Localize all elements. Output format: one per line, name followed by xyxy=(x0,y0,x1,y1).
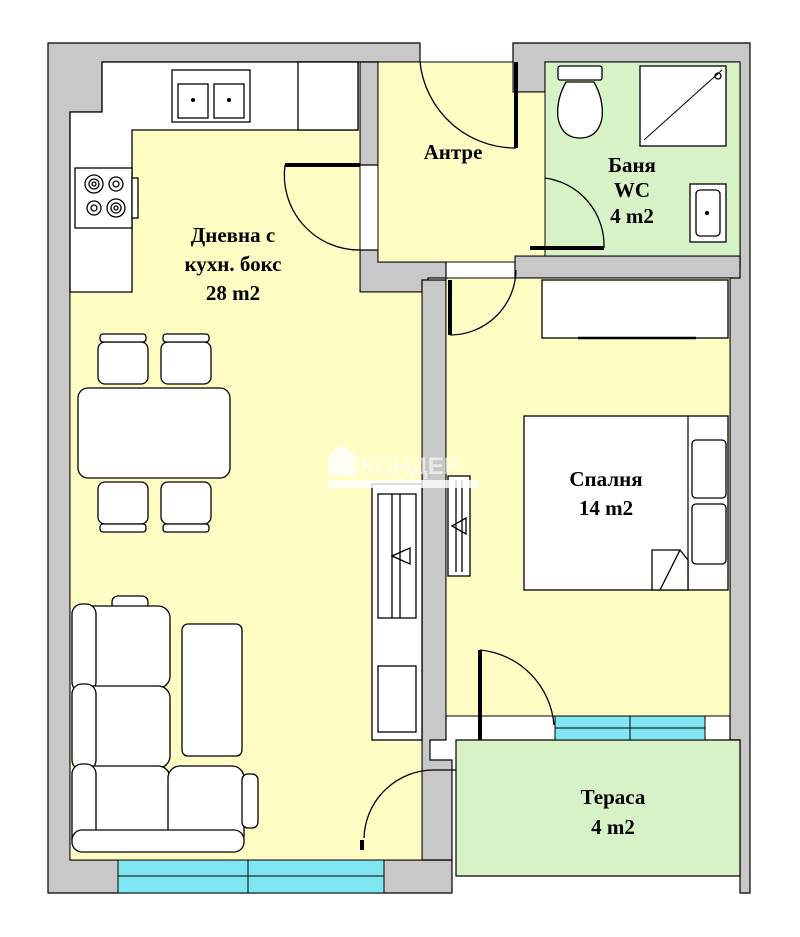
living-label-line1: Дневна с xyxy=(191,223,275,247)
bedroom-furniture xyxy=(523,279,729,591)
dining-table xyxy=(77,387,231,479)
wall-bath-bottom xyxy=(514,255,741,279)
terrace-label: Тераса xyxy=(581,785,646,809)
living-label-line2: кухн. бокс xyxy=(184,252,281,276)
kitchen xyxy=(69,61,359,293)
sofa xyxy=(71,595,259,853)
watermark-brand: КОНДЕР xyxy=(360,453,460,480)
media-unit xyxy=(371,475,471,741)
bath-area: 4 m2 xyxy=(610,204,654,228)
hall-label: Антре xyxy=(424,140,483,164)
bed-icon xyxy=(523,415,729,591)
bedroom-area: 14 m2 xyxy=(579,496,633,520)
dining-set xyxy=(77,333,231,533)
terrace-area: 4 m2 xyxy=(591,815,635,839)
room-labels: Дневна с кухн. бокс 28 m2 Антре Баня WC … xyxy=(184,140,655,839)
bath-label-line1: Баня xyxy=(608,153,656,177)
windows xyxy=(117,715,706,894)
toilet-icon xyxy=(557,65,603,139)
bath-label-line2: WC xyxy=(614,178,650,202)
bathroom-fixtures xyxy=(557,65,727,243)
chairs xyxy=(97,333,212,533)
fridge xyxy=(297,61,359,131)
watermark: КОНДЕР xyxy=(328,444,478,488)
sink-icon xyxy=(171,69,251,123)
doors xyxy=(283,61,605,850)
washbasin-icon xyxy=(689,183,727,243)
bedroom-label: Спалня xyxy=(569,467,642,491)
coffee-table xyxy=(181,623,243,757)
wall-hall-living xyxy=(359,61,379,166)
stove-icon xyxy=(74,167,139,229)
watermark-strip xyxy=(328,480,478,488)
watermark-house-icon xyxy=(328,444,356,476)
shower-icon xyxy=(639,65,727,147)
living-area: 28 m2 xyxy=(206,281,260,305)
wardrobe xyxy=(541,279,729,339)
